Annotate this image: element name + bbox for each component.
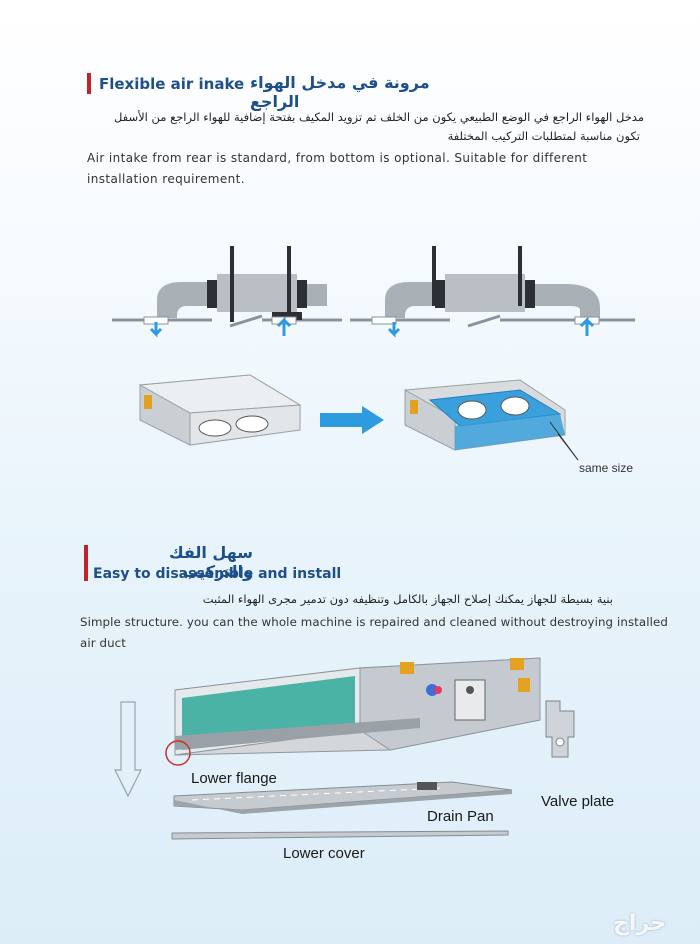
haraj-watermark: حراج bbox=[613, 911, 666, 936]
unit-rear-intake-illustration bbox=[138, 374, 302, 446]
lower-cover-illustration bbox=[171, 830, 509, 840]
same-size-label: same size bbox=[579, 461, 634, 475]
lower-cover-label: Lower cover bbox=[283, 845, 365, 862]
lower-flange-highlight bbox=[165, 740, 191, 766]
unit-bottom-intake-illustration bbox=[404, 379, 579, 461]
section2-desc-en: Simple structure. you can the whole mach… bbox=[80, 615, 668, 650]
section1-title-en: Flexible air inake bbox=[99, 75, 245, 93]
section1-desc-ar-line2: تكون مناسبة لمتطلبات التركيب المختلفة bbox=[447, 129, 640, 143]
section2-accent-bar bbox=[84, 545, 88, 581]
valve-plate-illustration bbox=[545, 700, 575, 758]
section1-accent-bar bbox=[87, 73, 91, 94]
lower-flange-label: Lower flange bbox=[191, 770, 277, 787]
section1-title-ar: مرونة في مدخل الهواء الراجع bbox=[250, 73, 430, 111]
direction-arrow bbox=[320, 406, 384, 434]
section2-desc-ar: بنية بسيطة للجهاز يمكنك إصلاح الجهاز بال… bbox=[202, 592, 613, 606]
duct-diagram-rear bbox=[112, 246, 342, 338]
section1-desc-ar-line1: مدخل الهواء الراجع في الوضع الطبيعي يكون… bbox=[113, 110, 644, 124]
valve-plate-label: Valve plate bbox=[541, 793, 615, 810]
duct-diagram-bottom bbox=[350, 246, 635, 338]
drain-pan-illustration bbox=[173, 781, 513, 814]
section1-desc-en: Air intake from rear is standard, from b… bbox=[87, 151, 588, 186]
drain-pan-label: Drain Pan bbox=[427, 808, 494, 825]
indoor-unit-illustration bbox=[174, 657, 541, 756]
exploded-down-arrow bbox=[114, 701, 142, 798]
section2-title-ar: سهل الفك والتركيب bbox=[168, 543, 253, 581]
section2-title-en: Easy to disassemble and install bbox=[93, 566, 342, 582]
